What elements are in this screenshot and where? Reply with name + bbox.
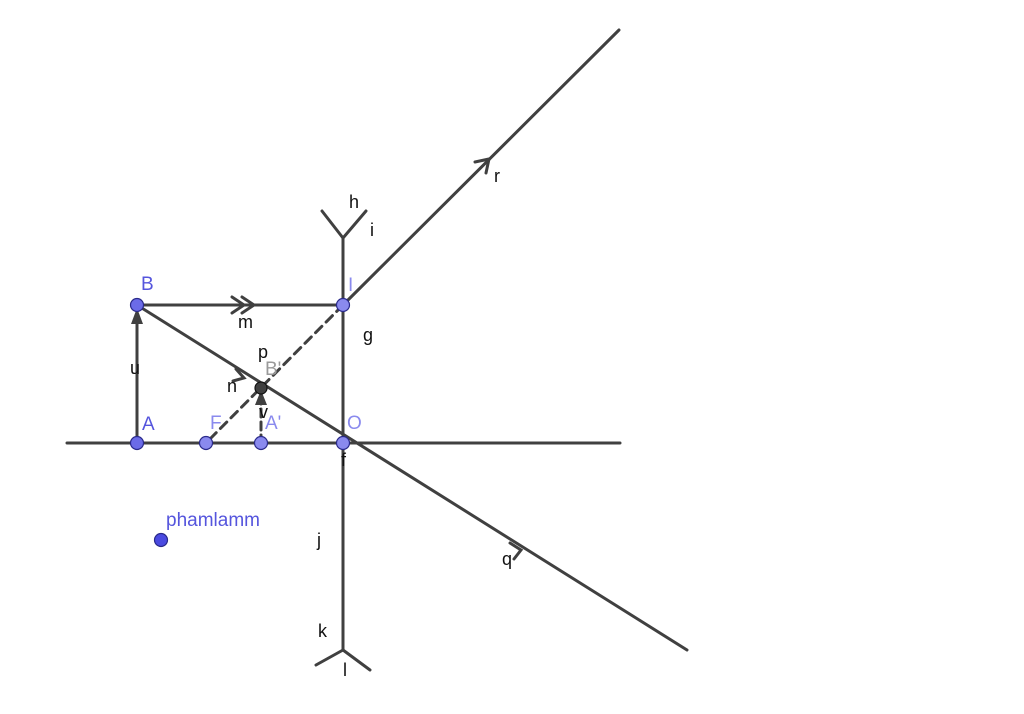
image-arrowhead (255, 390, 267, 405)
object-arrowhead (131, 308, 143, 324)
label-B: B (141, 274, 154, 295)
virtual-ray-extension (204, 303, 345, 445)
label-A: A (142, 414, 155, 435)
label-v: v (259, 402, 268, 422)
point-A[interactable] (129, 435, 145, 451)
arrow-m-chevron-2 (240, 295, 257, 315)
label-O: O (347, 413, 362, 434)
lens-top-tip-left (320, 209, 345, 240)
arrow-m-chevron-1 (230, 295, 247, 315)
direction-arrows (230, 157, 524, 561)
lens-bottom-tip-right (341, 648, 372, 672)
line-labels: h i g f j k l m n p q r u v (130, 166, 512, 680)
point-labels: A B F A' B' O I phamlamm (141, 274, 362, 531)
ray-through-center (135, 303, 689, 652)
label-I: I (348, 275, 353, 296)
ray-r (341, 28, 621, 307)
lens-top-tip-right (341, 209, 368, 240)
label-r: r (494, 166, 500, 186)
label-h: h (349, 192, 359, 212)
point-F[interactable] (198, 435, 214, 451)
point-O[interactable] (335, 435, 351, 451)
label-k: k (318, 621, 328, 641)
label-m: m (238, 312, 253, 332)
point-free[interactable] (153, 532, 169, 548)
lens-bottom-tip-left (314, 648, 345, 667)
label-f: f (341, 450, 347, 470)
arrowheads (131, 308, 267, 405)
point-I[interactable] (335, 297, 351, 313)
label-B-prime: B' (265, 359, 281, 380)
label-A-prime: A' (265, 413, 281, 434)
label-F: F (210, 413, 222, 434)
construction-lines (65, 28, 689, 672)
label-u: u (130, 358, 140, 378)
label-p: p (258, 342, 268, 362)
label-j: j (316, 530, 321, 550)
point-B[interactable] (129, 297, 145, 313)
point-B-prime[interactable] (254, 381, 268, 395)
arrow-q-chevron (508, 541, 524, 561)
label-l: l (343, 660, 347, 680)
points (129, 297, 351, 548)
arrow-n-chevron (231, 367, 247, 383)
label-free-point: phamlamm (166, 510, 260, 531)
point-A-prime[interactable] (253, 435, 269, 451)
arrow-r-chevron (473, 157, 491, 175)
label-n: n (227, 376, 237, 396)
label-q: q (502, 549, 512, 569)
label-g: g (363, 325, 373, 345)
label-i: i (370, 220, 374, 240)
